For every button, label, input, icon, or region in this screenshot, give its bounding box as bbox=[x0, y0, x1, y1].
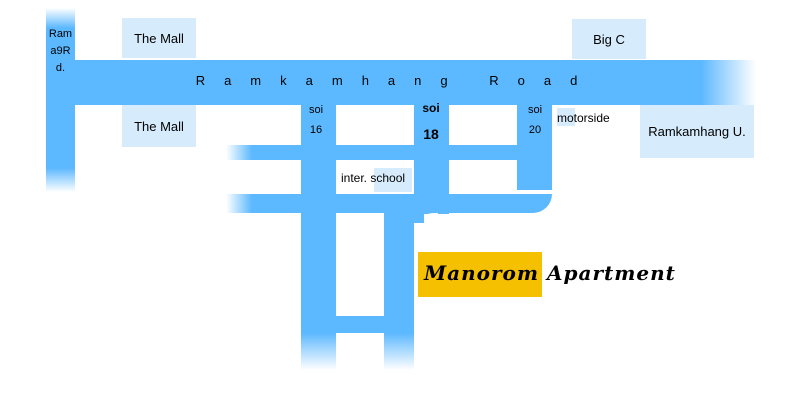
apartment-turn-fill bbox=[414, 213, 424, 223]
upper-lane bbox=[226, 145, 552, 160]
soi-16-word: soi bbox=[308, 104, 324, 116]
ramkamhang-road bbox=[46, 60, 756, 105]
middle-connector bbox=[414, 160, 449, 214]
west-block bbox=[301, 160, 336, 214]
ramkamhang-university-label: Ramkamhang U. bbox=[648, 124, 746, 139]
soi-20-word: soi bbox=[527, 104, 543, 116]
motorside-label: motorside bbox=[557, 111, 610, 125]
soi-16-number: 16 bbox=[309, 124, 323, 136]
lower-crosslane bbox=[336, 316, 384, 333]
soi-18-word: soi bbox=[422, 101, 440, 115]
the-mall-top-label: The Mall bbox=[134, 30, 184, 46]
rama9-road-label: Rama9Rd. bbox=[48, 28, 73, 75]
big-c-label: Big C bbox=[593, 31, 625, 47]
big-c: Big C bbox=[572, 19, 646, 59]
soi-18-label: soi 18 bbox=[416, 98, 446, 150]
soi-20-label: soi 20 bbox=[520, 100, 550, 140]
soi-20-number: 20 bbox=[528, 124, 542, 136]
the-mall-bottom: The Mall bbox=[122, 105, 196, 147]
the-mall-top: The Mall bbox=[122, 18, 196, 58]
soi-18-number: 18 bbox=[423, 126, 439, 142]
apartment-highlight bbox=[418, 252, 542, 297]
ramkamhang-university: Ramkamhang U. bbox=[640, 105, 754, 158]
the-mall-bottom-label: The Mall bbox=[134, 118, 184, 134]
ramkamhang-road-label: Ramkamhang Road bbox=[195, 73, 597, 88]
school-lane bbox=[226, 194, 552, 213]
motorside-marker bbox=[557, 108, 575, 126]
soi-16-label: soi 16 bbox=[301, 100, 331, 140]
school-label: inter. school bbox=[341, 171, 406, 185]
lower-lane-west bbox=[301, 213, 336, 370]
lower-lane-east bbox=[384, 213, 414, 370]
school-marker bbox=[374, 168, 412, 192]
apartment-label: Manorom Apartment bbox=[424, 261, 676, 285]
